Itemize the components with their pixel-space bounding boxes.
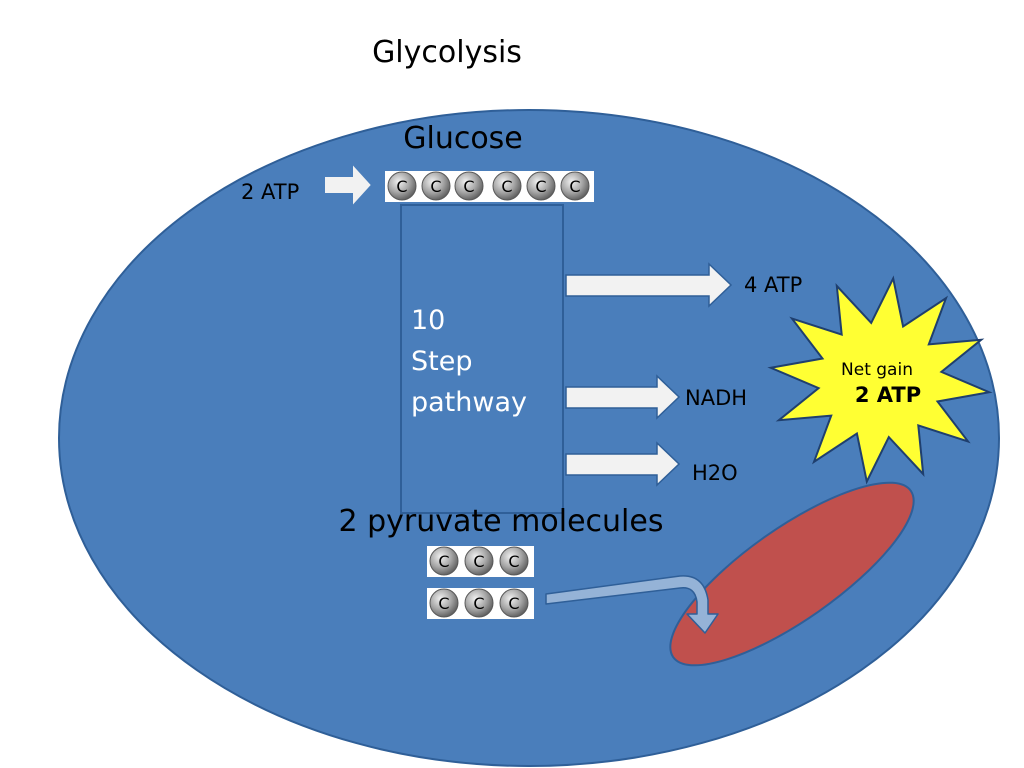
pathway-line-2: Step <box>411 346 473 377</box>
glucose-carbon: C <box>387 171 417 201</box>
pyruvate-label: 2 pyruvate molecules <box>339 504 664 539</box>
pathway-line-1: 10 <box>411 305 446 336</box>
pathway-text: 10 Step pathway <box>411 300 561 423</box>
glucose-carbon: C <box>421 171 451 201</box>
diagram-title: Glycolysis <box>372 35 522 70</box>
carbon-letter: C <box>508 594 519 613</box>
input-atp-arrow <box>323 160 374 210</box>
carbon-letter: C <box>396 177 407 196</box>
net-gain-label: Net gain <box>841 360 913 380</box>
glucose-carbon: C <box>560 171 590 201</box>
glucose-strip <box>385 171 594 202</box>
input-atp-label: 2 ATP <box>241 180 299 204</box>
carbon-letter: C <box>535 177 546 196</box>
net-gain-burst <box>767 275 993 485</box>
carbon-letter: C <box>569 177 580 196</box>
net-gain-value: 2 ATP <box>855 383 921 407</box>
water-output-arrow <box>565 441 681 487</box>
pathway-box <box>400 204 564 514</box>
pathway-line-3: pathway <box>411 387 527 418</box>
water-output-label: H2O <box>692 461 738 485</box>
carbon-letter: C <box>473 552 484 571</box>
carbon-atom <box>560 171 590 201</box>
carbon-letter: C <box>501 177 512 196</box>
carbon-atom <box>421 171 451 201</box>
pyruvate-carbon: C <box>429 588 459 618</box>
glucose-carbon: C <box>492 171 522 201</box>
nadh-output-label: NADH <box>685 386 747 410</box>
nadh-output-arrow <box>565 374 681 420</box>
mitochondrion-ellipse <box>669 481 915 667</box>
carbon-atom <box>464 588 494 618</box>
carbon-atom <box>499 588 529 618</box>
carbon-letter: C <box>508 552 519 571</box>
carbon-letter: C <box>430 177 441 196</box>
carbon-letter: C <box>463 177 474 196</box>
carbon-atom <box>464 546 494 576</box>
carbon-atom <box>526 171 556 201</box>
pyruvate-carbon: C <box>464 588 494 618</box>
pyruvate-molecule-2: C C C <box>427 588 534 619</box>
curved-transport-arrow <box>545 575 719 634</box>
pyruvate-carbon: C <box>429 546 459 576</box>
carbon-atom <box>499 546 529 576</box>
carbon-atom <box>387 171 417 201</box>
glucose-carbon: C <box>526 171 556 201</box>
glucose-molecule: C C C C C C <box>385 171 594 202</box>
carbon-letter: C <box>473 594 484 613</box>
carbon-letter: C <box>438 552 449 571</box>
carbon-atom <box>492 171 522 201</box>
atp-output-arrow <box>565 262 733 308</box>
pyruvate-molecule-1: C C C <box>427 546 534 577</box>
glucose-carbon: C <box>454 171 484 201</box>
carbon-letter: C <box>438 594 449 613</box>
pyruvate-carbon: C <box>499 588 529 618</box>
carbon-atom <box>454 171 484 201</box>
carbon-atom <box>429 588 459 618</box>
glucose-label: Glucose <box>403 121 523 156</box>
pyruvate-carbon: C <box>499 546 529 576</box>
carbon-atom <box>429 546 459 576</box>
atp-output-label: 4 ATP <box>744 273 802 297</box>
pyruvate-carbon: C <box>464 546 494 576</box>
